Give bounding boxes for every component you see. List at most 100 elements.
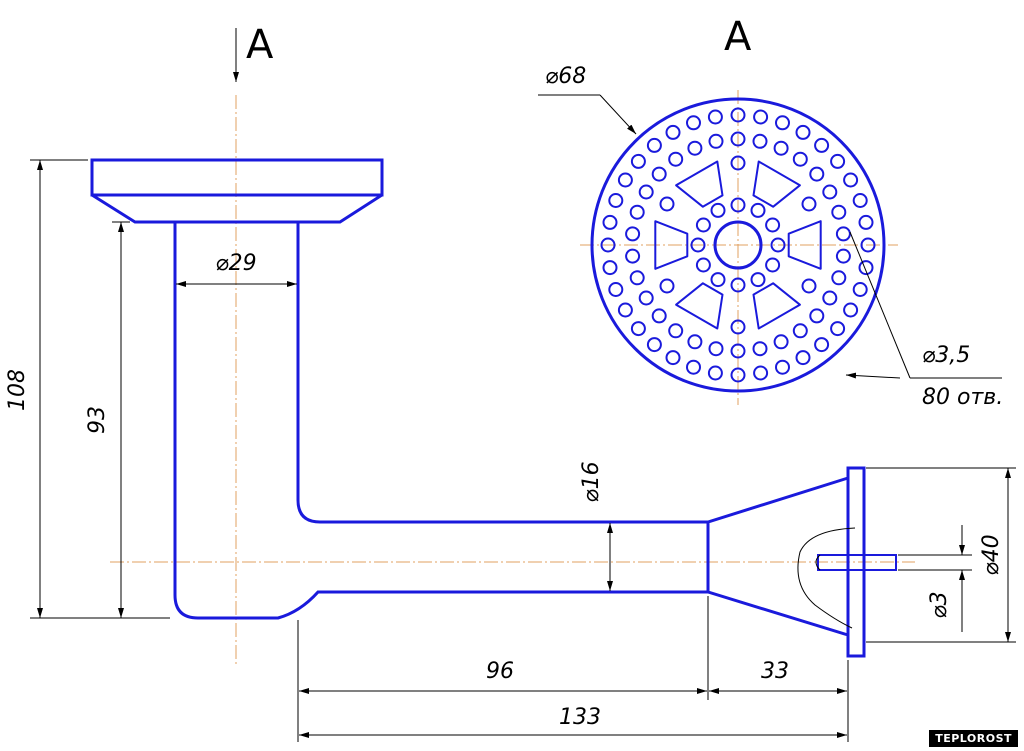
perforation-hole [600,237,616,253]
perforation-hole [730,155,746,171]
perforation-hole [608,193,624,208]
plate-center-hole [713,220,763,270]
perforation-hole [809,308,825,324]
perforation-hole [646,337,662,353]
perforation-hole [852,282,868,297]
perforation-hole [625,226,641,242]
perforation-hole [629,270,645,286]
perforation-hole [659,196,675,212]
perforation-hole [695,217,711,233]
dim-nozzle-diameter: ⌀3 [898,525,972,632]
perforation-hole [730,343,746,359]
perforation-hole [602,260,618,276]
dim-holes: ⌀3,5 80 отв. [845,231,1003,410]
plate-slot [752,282,801,330]
dim-lengths: 96 33 133 [297,596,849,742]
dim-3-text: ⌀3 [927,591,952,618]
section-break-line [797,527,856,629]
perforation-hole [630,153,646,169]
body-outline-upper [296,222,849,524]
perforation-hole [822,184,838,200]
perforation-hole [730,197,746,213]
perforation-hole [668,151,684,167]
dim-29-text: ⌀29 [215,251,256,276]
watermark-logo: TEPLOROST [929,730,1018,747]
perforation-hole [617,172,633,188]
perforation-hole [860,237,876,253]
perforation-hole [858,214,874,230]
perforation-hole [830,321,846,337]
dim-plate-diameter: ⌀68 [538,64,637,135]
front-view-label: A [724,14,752,60]
plate-slot [654,220,689,270]
perforation-hole [773,140,789,156]
dim-16-text: ⌀16 [579,461,604,502]
plate-slot [675,160,724,208]
perforation-hole [831,204,847,220]
perforation-hole [753,109,769,125]
dim-96-text: 96 [486,659,514,684]
perforation-hole [707,365,723,381]
perforation-hole [687,140,703,156]
plate-chamfer [91,193,383,224]
perforation-hole [750,202,766,218]
perforation-hole [710,202,726,218]
perforation-hole [801,196,817,212]
perforation-hole [831,270,847,286]
perforation-hole [625,248,641,264]
dim-68-text: ⌀68 [545,64,586,89]
perforation-hole [665,124,681,140]
dim-93-text: 93 [85,406,110,434]
perforation-hole [750,272,766,288]
perforation-hole [773,334,789,350]
dim-108-text: 108 [5,369,30,411]
perforation-hole [792,323,808,339]
perforation-hole [630,321,646,337]
perforation-hole [730,367,746,383]
perforation-hole [686,359,701,375]
perforation-hole [659,278,675,294]
perforation-hole [809,166,825,182]
perforation-hole [814,337,830,353]
perforation-hole [665,350,681,366]
dim-hole-diameter-text: ⌀3,5 [922,343,970,368]
perforation-hole [730,277,746,293]
perforation-hole [710,272,726,288]
perforation-hole [629,204,645,220]
perforation-hole [707,109,723,125]
perforation-hole [830,153,846,169]
perforation-hole [843,302,859,318]
perforation-hole [775,115,790,131]
perforation-hole [775,359,790,375]
perforation-hole [651,308,667,324]
perforation-hole [617,302,633,318]
perforation-hole [730,131,746,147]
perforation-hole [695,257,711,273]
dim-133-text: 133 [559,705,601,730]
burner-body [90,158,897,658]
perforation-hole [765,257,781,273]
dim-pipe-diameter: ⌀16 [579,461,613,591]
perforated-plate [590,97,886,393]
perforation-hole [638,184,654,200]
end-flange [846,466,866,658]
perforation-hole [792,151,808,167]
perforation-hole [730,319,746,335]
dim-40-text: ⌀40 [979,534,1004,575]
dim-tube-diameter: ⌀29 [176,251,297,287]
dim-33-text: 33 [761,659,789,684]
plate-slot [787,220,822,270]
dim-total-height: 108 [5,159,170,619]
dim-tube-height: 93 [85,221,130,618]
perforation-hole [687,334,703,350]
perforation-hole [646,137,662,153]
perforation-hole [651,166,667,182]
perforation-hole [602,214,618,230]
perforation-hole [835,248,851,264]
perforation-hole [822,290,838,306]
nozzle-end [815,554,821,571]
body-outline-lower [173,222,849,637]
plate-outer-circle [590,97,886,393]
perforation-hole [686,115,701,131]
